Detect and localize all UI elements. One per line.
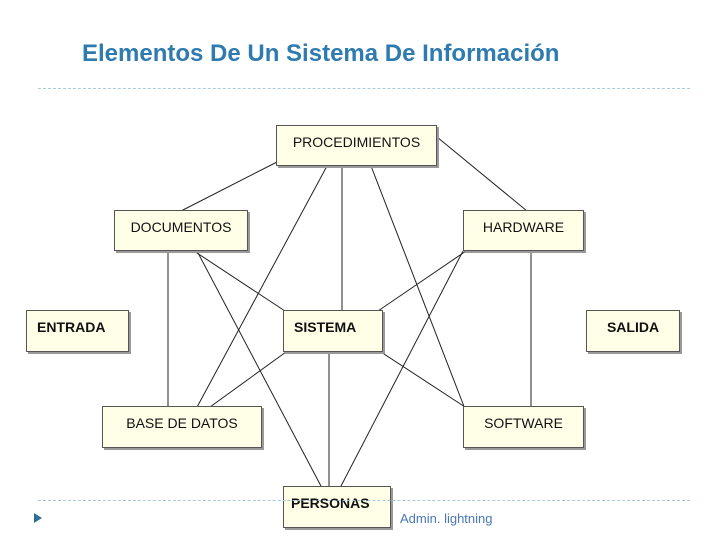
line-procedimientos-software	[370, 165, 466, 410]
node-procedimientos: PROCEDIMIENTOS	[276, 125, 437, 166]
node-software: SOFTWARE	[463, 406, 584, 448]
node-personas: PERSONAS	[283, 486, 391, 528]
line-procedimientos-documentos	[180, 161, 278, 212]
node-documentos: DOCUMENTOS	[114, 210, 248, 251]
triangle-bullet-icon	[34, 513, 42, 523]
node-entrada: ENTRADA	[26, 310, 129, 352]
top-divider	[38, 88, 690, 89]
line-procedimientos-hardware	[436, 136, 528, 212]
line-hardware-personas	[339, 250, 464, 489]
line-sistema-base-de-datos	[209, 351, 287, 408]
node-sistema: SISTEMA	[283, 310, 383, 352]
bottom-divider	[38, 500, 690, 501]
footer-text: Admin. lightning	[400, 511, 493, 526]
slide-title: Elementos De Un Sistema De Información	[82, 40, 560, 67]
line-hardware-sistema	[377, 250, 467, 312]
line-sistema-software	[380, 351, 466, 408]
node-base-de-datos: BASE DE DATOS	[102, 406, 262, 448]
node-hardware: HARDWARE	[463, 210, 584, 251]
line-documentos-personas	[196, 250, 323, 489]
node-salida: SALIDA	[586, 310, 680, 352]
line-documentos-sistema	[193, 250, 286, 312]
line-procedimientos-base-de-datos	[195, 165, 328, 410]
